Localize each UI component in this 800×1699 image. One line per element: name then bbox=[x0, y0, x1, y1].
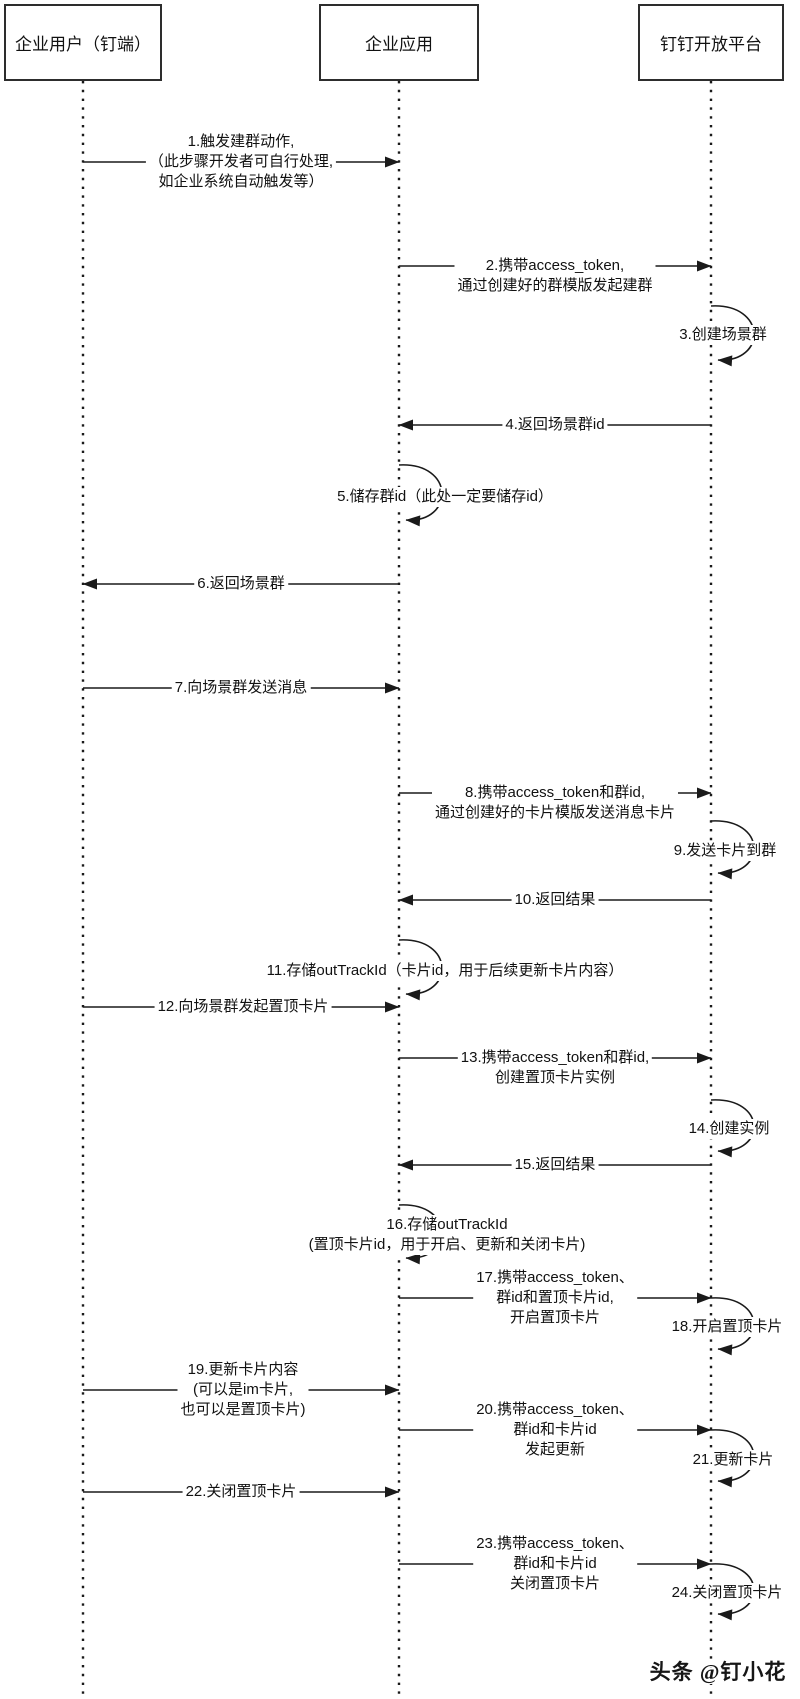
message-10-label: 10.返回结果 bbox=[511, 890, 599, 910]
message-1-label: 1.触发建群动作, （此步骤开发者可自行处理, 如企业系统自动触发等） bbox=[145, 132, 337, 192]
message-line: 开启置顶卡片 bbox=[509, 1309, 601, 1326]
message-line: 16.存储outTrackId bbox=[386, 1216, 508, 1233]
message-line: 通过创建好的卡片模版发送消息卡片 bbox=[434, 804, 676, 821]
message-11-label: 11.存储outTrackId（卡片id，用于后续更新卡片内容） bbox=[263, 961, 627, 981]
message-line: 关闭置顶卡片 bbox=[509, 1575, 601, 1592]
message-2-label: 2.携带access_token, 通过创建好的群模版发起建群 bbox=[454, 256, 656, 296]
message-line: （此步骤开发者可自行处理, bbox=[148, 153, 334, 170]
message-line: 2.携带access_token, bbox=[485, 257, 625, 274]
message-13-label: 13.携带access_token和群id, 创建置顶卡片实例 bbox=[457, 1048, 653, 1088]
message-12-label: 12.向场景群发起置顶卡片 bbox=[154, 997, 332, 1017]
message-line: 如企业系统自动触发等） bbox=[158, 173, 324, 190]
message-line: (可以是im卡片, bbox=[193, 1381, 293, 1398]
message-8-label: 8.携带access_token和群id, 通过创建好的卡片模版发送消息卡片 bbox=[431, 783, 679, 823]
actor-box-enterprise-user: 企业用户（钉端） bbox=[4, 4, 162, 81]
watermark-text: 头条 @钉小花 bbox=[649, 1660, 787, 1684]
message-line: 23.携带access_token、 bbox=[476, 1535, 634, 1552]
message-9-label: 9.发送卡片到群 bbox=[670, 841, 780, 861]
message-line: 发起更新 bbox=[524, 1441, 586, 1458]
message-line: 群id和置顶卡片id, bbox=[496, 1289, 614, 1306]
message-line: 群id和卡片id bbox=[513, 1555, 597, 1572]
message-line: 4.返回场景群id bbox=[505, 416, 605, 433]
message-line: 15.返回结果 bbox=[514, 1156, 596, 1173]
message-line: 9.发送卡片到群 bbox=[673, 842, 777, 859]
actor-box-enterprise-app: 企业应用 bbox=[319, 4, 479, 81]
message-24-label: 24.关闭置顶卡片 bbox=[668, 1583, 786, 1603]
message-line: 1.触发建群动作, bbox=[187, 133, 295, 150]
message-line: 12.向场景群发起置顶卡片 bbox=[157, 998, 329, 1015]
message-line: 14.创建实例 bbox=[688, 1120, 770, 1137]
message-22-label: 22.关闭置顶卡片 bbox=[182, 1482, 300, 1502]
message-line: 20.携带access_token、 bbox=[476, 1401, 634, 1418]
message-line: 8.携带access_token和群id, bbox=[464, 784, 646, 801]
message-line: 也可以是置顶卡片) bbox=[180, 1401, 306, 1418]
message-18-label: 18.开启置顶卡片 bbox=[668, 1317, 786, 1337]
message-line: 17.携带access_token、 bbox=[476, 1269, 634, 1286]
message-line: 11.存储outTrackId（卡片id，用于后续更新卡片内容） bbox=[266, 962, 624, 979]
message-line: 群id和卡片id bbox=[513, 1421, 597, 1438]
actor-label: 钉钉开放平台 bbox=[660, 35, 762, 54]
message-16-label: 16.存储outTrackId (置顶卡片id，用于开启、更新和关闭卡片) bbox=[305, 1215, 589, 1255]
message-line: 创建置顶卡片实例 bbox=[494, 1069, 616, 1086]
message-line: 5.储存群id（此处一定要储存id） bbox=[337, 488, 553, 505]
message-line: (置顶卡片id，用于开启、更新和关闭卡片) bbox=[308, 1236, 586, 1253]
message-line: 7.向场景群发送消息 bbox=[174, 679, 308, 696]
message-line: 3.创建场景群 bbox=[679, 326, 767, 343]
message-line: 21.更新卡片 bbox=[692, 1451, 774, 1468]
message-15-label: 15.返回结果 bbox=[511, 1155, 599, 1175]
message-line: 19.更新卡片内容 bbox=[187, 1361, 299, 1378]
actor-label: 企业用户（钉端） bbox=[15, 35, 151, 54]
actor-label: 企业应用 bbox=[365, 35, 433, 54]
message-line: 22.关闭置顶卡片 bbox=[185, 1483, 297, 1500]
message-line: 24.关闭置顶卡片 bbox=[671, 1584, 783, 1601]
message-21-label: 21.更新卡片 bbox=[689, 1450, 777, 1470]
message-line: 13.携带access_token和群id, bbox=[460, 1049, 650, 1066]
message-line: 18.开启置顶卡片 bbox=[671, 1318, 783, 1335]
message-14-label: 14.创建实例 bbox=[685, 1119, 773, 1139]
message-7-label: 7.向场景群发送消息 bbox=[171, 678, 311, 698]
message-4-label: 4.返回场景群id bbox=[502, 415, 608, 435]
message-line: 6.返回场景群 bbox=[197, 575, 285, 592]
message-19-label: 19.更新卡片内容 (可以是im卡片, 也可以是置顶卡片) bbox=[177, 1360, 309, 1420]
message-23-label: 23.携带access_token、群id和卡片id 关闭置顶卡片 bbox=[473, 1534, 637, 1594]
message-20-label: 20.携带access_token、群id和卡片id 发起更新 bbox=[473, 1400, 637, 1460]
message-6-label: 6.返回场景群 bbox=[194, 574, 288, 594]
actor-box-dingtalk-open-platform: 钉钉开放平台 bbox=[638, 4, 784, 81]
message-17-label: 17.携带access_token、群id和置顶卡片id, 开启置顶卡片 bbox=[473, 1268, 637, 1328]
message-3-label: 3.创建场景群 bbox=[676, 325, 770, 345]
message-5-label: 5.储存群id（此处一定要储存id） bbox=[334, 487, 556, 507]
message-line: 10.返回结果 bbox=[514, 891, 596, 908]
message-line: 通过创建好的群模版发起建群 bbox=[457, 277, 653, 294]
